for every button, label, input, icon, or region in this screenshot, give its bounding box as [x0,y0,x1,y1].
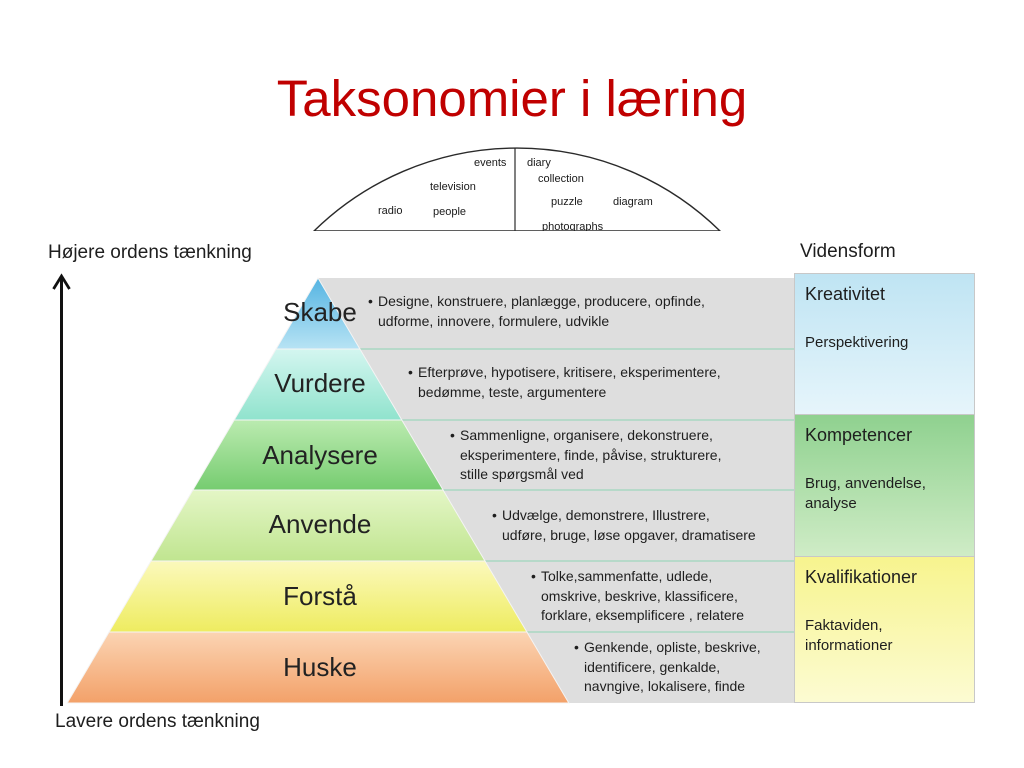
wheel-word: diagram [613,196,653,208]
knowledge-form-title: Kompetencer [805,425,913,445]
knowledge-form-kompetencer: Kompetencer Brug, anvendelse, analyse [794,414,975,557]
pyramid-label-analysere: Analysere [262,440,378,470]
wheel-word: puzzle [551,196,583,208]
wheel-word: events [474,157,507,169]
wheel-word: collection [538,173,584,185]
wheel-word: radio [378,205,402,217]
knowledge-form-description: Faktaviden, informationer [805,616,974,656]
pyramid-label-anvende: Anvende [268,509,372,539]
verb-line: eksperimentere, finde, påvise, strukture… [460,446,722,463]
wheel-word: television [430,181,476,193]
bloom-wheel-fragment: events diary television collection radio… [312,147,722,233]
verb-list-anvende: Udvælge, demonstrere, Illustrere, udføre… [492,506,756,545]
verb-line: bedømme, teste, argumentere [418,383,607,400]
verb-line: forklare, eksemplificere , relatere [541,607,745,623]
description-line: Perspektivering [805,334,909,351]
verb-line: Udvælge, demonstrere, Illustrere, [492,506,756,526]
axis-label-lower-order: Lavere ordens tænkning [55,711,260,732]
band-dividers [359,348,794,633]
verb-list-vurdere: Efterprøve, hypotisere, kritisere, ekspe… [408,363,721,402]
verb-line: Efterprøve, hypotisere, kritisere, ekspe… [408,363,721,383]
knowledge-form-title: Kreativitet [805,284,886,304]
wheel-word: people [433,206,466,218]
verb-line: udføre, bruge, løse opgaver, dramatisere [502,526,756,543]
knowledge-form-description: Brug, anvendelse, analyse [805,474,974,514]
knowledge-form-title: Kvalifikationer [805,567,918,587]
verb-list-huske: Genkende, opliste, beskrive, identificer… [574,638,761,697]
verb-line: Genkende, opliste, beskrive, [574,638,761,658]
verb-line: navngive, lokalisere, finde [584,678,746,694]
verb-line: Designe, konstruere, planlægge, producer… [368,292,705,312]
knowledge-form-description: Perspektivering [805,333,974,353]
description-line: analyse [805,495,857,512]
pyramid-label-forstaa: Forstå [283,581,357,611]
pyramid-label-skabe: Skabe [283,297,357,327]
verb-line: Sammenligne, organisere, dekonstruere, [450,426,721,446]
verb-list-analysere: Sammenligne, organisere, dekonstruere, e… [450,426,722,485]
axis-label-higher-order: Højere ordens tænkning [48,242,252,263]
page-title: Taksonomier i læring [276,70,748,127]
wheel-arc [312,147,722,231]
pyramid-level-huske [66,631,570,704]
arrow-up-icon [52,273,71,290]
verb-line: Tolke,sammenfatte, udlede, [531,567,744,587]
knowledge-form-kreativitet: Kreativitet Perspektivering [794,273,975,415]
verb-list-forstaa: Tolke,sammenfatte, udlede, omskrive, bes… [531,567,745,626]
knowledge-form-kvalifikationer: Kvalifikationer Faktaviden, informatione… [794,556,975,703]
description-line: informationer [805,637,893,654]
pyramid-label-vurdere: Vurdere [274,368,366,398]
knowledge-form-heading: Vidensform [800,241,896,262]
verb-line: omskrive, beskrive, klassificere, [541,587,738,604]
verb-list-skabe: Designe, konstruere, planlægge, producer… [368,292,705,331]
taxonomy-pyramid [66,277,570,704]
description-line: Brug, anvendelse, [805,475,926,492]
verb-line: udforme, innovere, formulere, udvikle [378,312,610,329]
wheel-word: photographs [542,221,604,233]
verb-line: identificere, genkalde, [584,658,721,675]
wheel-word: diary [527,157,551,169]
verb-line: stille spørgsmål ved [460,466,584,482]
pyramid-label-huske: Huske [283,652,357,682]
description-line: Faktaviden, [805,617,883,634]
